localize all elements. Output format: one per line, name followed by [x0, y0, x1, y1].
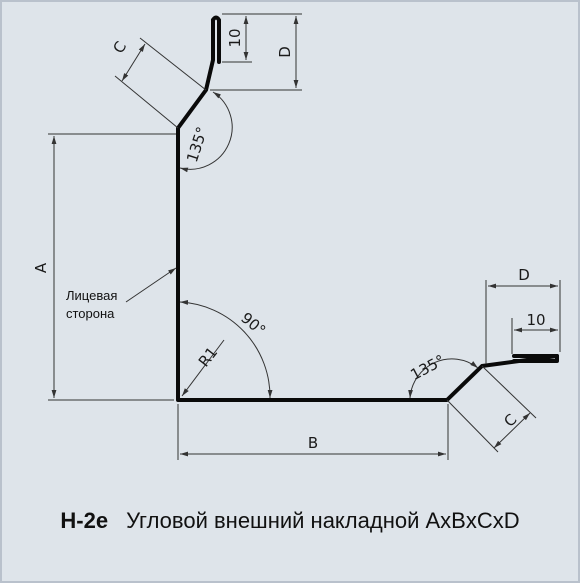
dim-c-top-label: C — [109, 38, 130, 56]
angle-135-right-label: 135° — [407, 351, 447, 384]
angle-135-top-label: 135° — [183, 124, 211, 164]
angle-135-right-arc — [408, 358, 479, 399]
dim-c-right-label: C — [500, 410, 520, 430]
angle-90-arc — [179, 300, 273, 399]
radius-leader — [181, 339, 225, 397]
product-title: Угловой внешний накладной АxВxСxD — [126, 508, 520, 533]
dim-10-top-label: 10 — [226, 28, 244, 47]
dim-d-right-label: D — [518, 266, 530, 284]
dim-a-label: A — [32, 262, 50, 273]
product-code: Н-2е — [60, 508, 109, 533]
dim-10-right-label: 10 — [526, 311, 545, 329]
angle-90-label: 90° — [237, 309, 269, 340]
dim-c-right-ext2 — [481, 365, 537, 419]
face-side-label-line2: сторона — [66, 306, 115, 321]
face-side-leader — [125, 267, 177, 303]
drawing-caption: Н-2е Угловой внешний накладной АxВxСxD — [0, 508, 580, 534]
dim-c-top-line — [121, 43, 146, 82]
dim-c-top-ext2 — [114, 75, 179, 129]
profile-outline — [176, 18, 559, 402]
face-side-label-line1: Лицевая — [66, 288, 117, 303]
dim-c-right-ext1 — [446, 399, 499, 453]
angle-135-top-arc — [179, 91, 233, 173]
dim-b-label: B — [308, 434, 318, 452]
radius-label: R1 — [195, 344, 221, 371]
dim-c-top-ext1 — [139, 37, 207, 91]
profile-hem-top — [211, 15, 221, 64]
dim-c-right-line — [493, 412, 531, 449]
dim-d-top-label: D — [276, 46, 294, 58]
